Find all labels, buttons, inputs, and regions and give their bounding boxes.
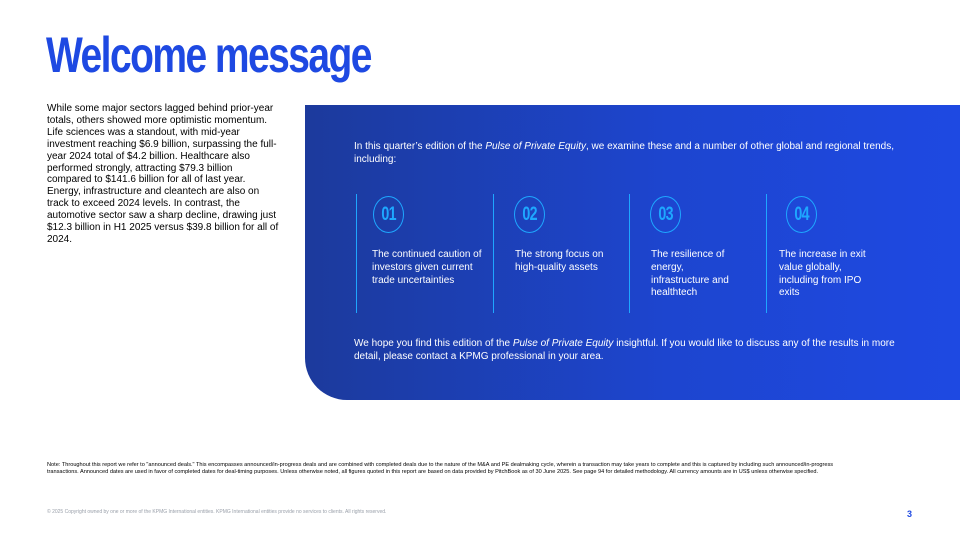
number-badge: 01 [373, 196, 404, 233]
trend-text: The strong focus on high-quality assets [515, 249, 604, 273]
number-badge: 02 [514, 196, 545, 233]
trend-item-2: 02 The strong focus on high-quality asse… [493, 194, 603, 313]
trend-text: The continued caution of investors given… [372, 249, 482, 286]
trend-item-3: 03 The resilience of energy, infrastruct… [629, 194, 729, 313]
page-title: Welcome message [46, 27, 372, 83]
trend-text: The increase in exit value globally, inc… [779, 249, 866, 299]
highlight-panel: In this quarter’s edition of the Pulse o… [305, 105, 960, 400]
page-number: 3 [907, 509, 913, 519]
footnote: Note: Throughout this report we refer to… [47, 462, 834, 475]
trend-item-4: 04 The increase in exit value globally, … [766, 194, 866, 313]
trend-item-1: 01 The continued caution of investors gi… [356, 194, 482, 313]
panel-lead: In this quarter’s edition of the Pulse o… [354, 141, 894, 165]
panel-closing: We hope you find this edition of the Pul… [354, 338, 895, 362]
copyright: © 2025 Copyright owned by one or more of… [47, 509, 387, 515]
intro-paragraph: While some major sectors lagged behind p… [47, 103, 279, 245]
number-badge: 03 [650, 196, 681, 233]
trend-text: The resilience of energy, infrastructure… [651, 249, 729, 299]
number-badge: 04 [786, 196, 817, 233]
